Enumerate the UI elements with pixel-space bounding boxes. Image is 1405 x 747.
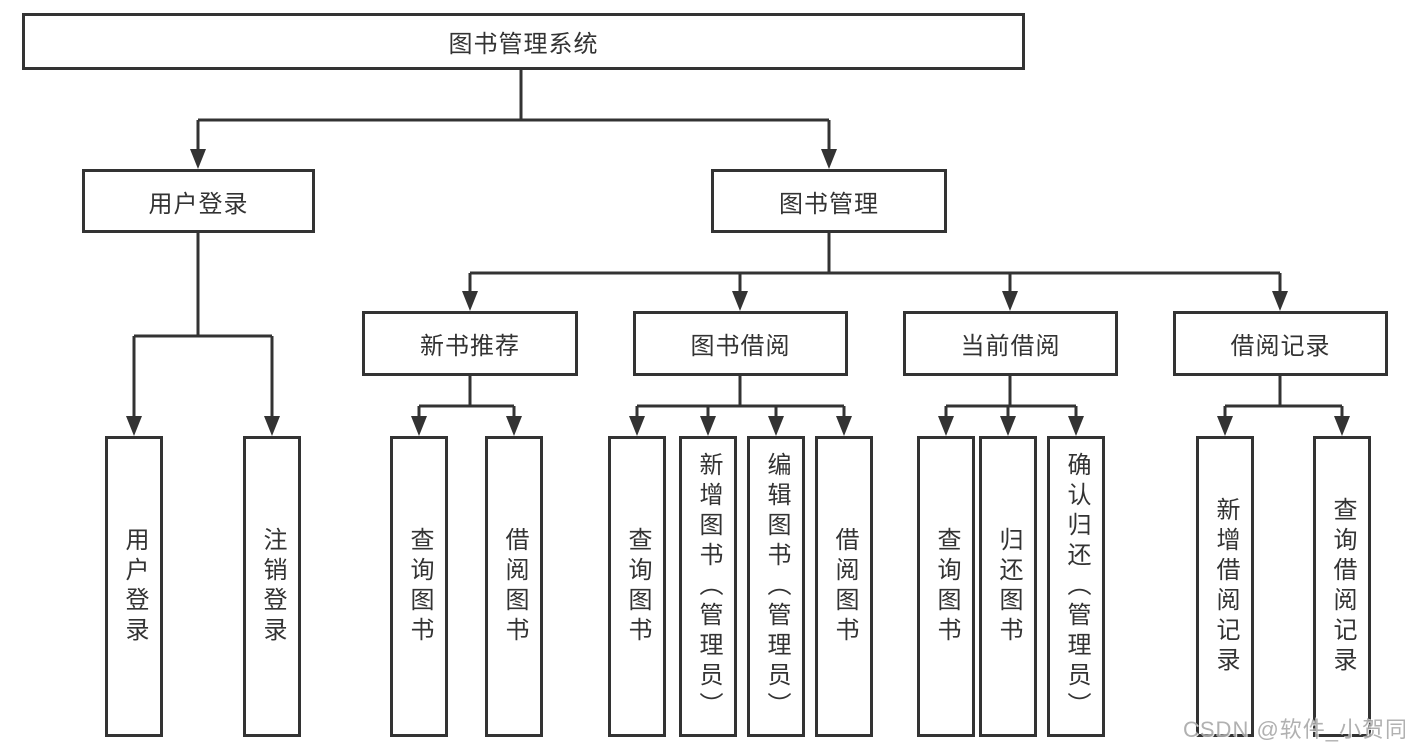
leaf-edit-books-admin: 编辑图书（管理员） bbox=[747, 436, 805, 737]
node-user-login: 用户登录 bbox=[82, 169, 315, 233]
node-book-borrowing: 图书借阅 bbox=[633, 311, 848, 376]
leaf-query-books-borrowing-label: 查询图书 bbox=[624, 526, 651, 647]
leaf-user-login-label: 用户登录 bbox=[121, 526, 148, 647]
leaf-add-books-admin: 新增图书（管理员） bbox=[679, 436, 737, 737]
leaf-logout: 注销登录 bbox=[243, 436, 301, 737]
leaf-query-books-recommend-label: 查询图书 bbox=[406, 526, 433, 647]
leaf-borrow-books: 借阅图书 bbox=[815, 436, 873, 737]
leaf-borrow-books-recommend: 借阅图书 bbox=[485, 436, 543, 737]
leaf-edit-books-admin-label: 编辑图书（管理员） bbox=[763, 451, 790, 722]
arrowheads bbox=[126, 149, 1350, 436]
node-system-root: 图书管理系统 bbox=[22, 13, 1025, 70]
csdn-watermark: CSDN @软件_小贺同学 bbox=[1183, 717, 1405, 742]
connector-edges bbox=[132, 70, 1344, 418]
leaf-add-borrow-record: 新增借阅记录 bbox=[1196, 436, 1254, 737]
node-book-management-label: 图书管理 bbox=[779, 190, 879, 218]
leaf-query-borrow-record: 查询借阅记录 bbox=[1313, 436, 1371, 737]
node-current-borrowing: 当前借阅 bbox=[903, 311, 1118, 376]
node-book-management: 图书管理 bbox=[711, 169, 947, 233]
node-borrowing-records: 借阅记录 bbox=[1173, 311, 1388, 376]
leaf-query-books-current: 查询图书 bbox=[917, 436, 975, 737]
leaf-add-books-admin-label: 新增图书（管理员） bbox=[695, 451, 722, 722]
leaf-query-books-recommend: 查询图书 bbox=[390, 436, 448, 737]
node-user-login-label: 用户登录 bbox=[148, 190, 249, 218]
leaf-add-borrow-record-label: 新增借阅记录 bbox=[1212, 496, 1239, 677]
leaf-logout-label: 注销登录 bbox=[259, 526, 286, 647]
leaf-return-books-label: 归还图书 bbox=[995, 526, 1022, 647]
node-new-book-recommend: 新书推荐 bbox=[362, 311, 578, 376]
node-system-root-label: 图书管理系统 bbox=[448, 31, 599, 58]
leaf-user-login: 用户登录 bbox=[105, 436, 163, 737]
leaf-return-books: 归还图书 bbox=[979, 436, 1037, 737]
leaf-borrow-books-recommend-label: 借阅图书 bbox=[501, 526, 528, 647]
node-book-borrowing-label: 图书借阅 bbox=[690, 333, 791, 360]
leaf-confirm-return-admin-label: 确认归还（管理员） bbox=[1063, 451, 1090, 722]
leaf-confirm-return-admin: 确认归还（管理员） bbox=[1047, 436, 1105, 737]
leaf-query-books-current-label: 查询图书 bbox=[933, 526, 960, 647]
leaf-query-borrow-record-label: 查询借阅记录 bbox=[1329, 496, 1356, 677]
arrowhead-triangles bbox=[126, 149, 1350, 436]
edge-lines bbox=[132, 70, 1344, 418]
node-new-book-recommend-label: 新书推荐 bbox=[420, 333, 520, 360]
leaf-borrow-books-label: 借阅图书 bbox=[831, 526, 858, 647]
leaf-query-books-borrowing: 查询图书 bbox=[608, 436, 666, 737]
node-current-borrowing-label: 当前借阅 bbox=[960, 333, 1061, 360]
node-borrowing-records-label: 借阅记录 bbox=[1230, 333, 1331, 360]
